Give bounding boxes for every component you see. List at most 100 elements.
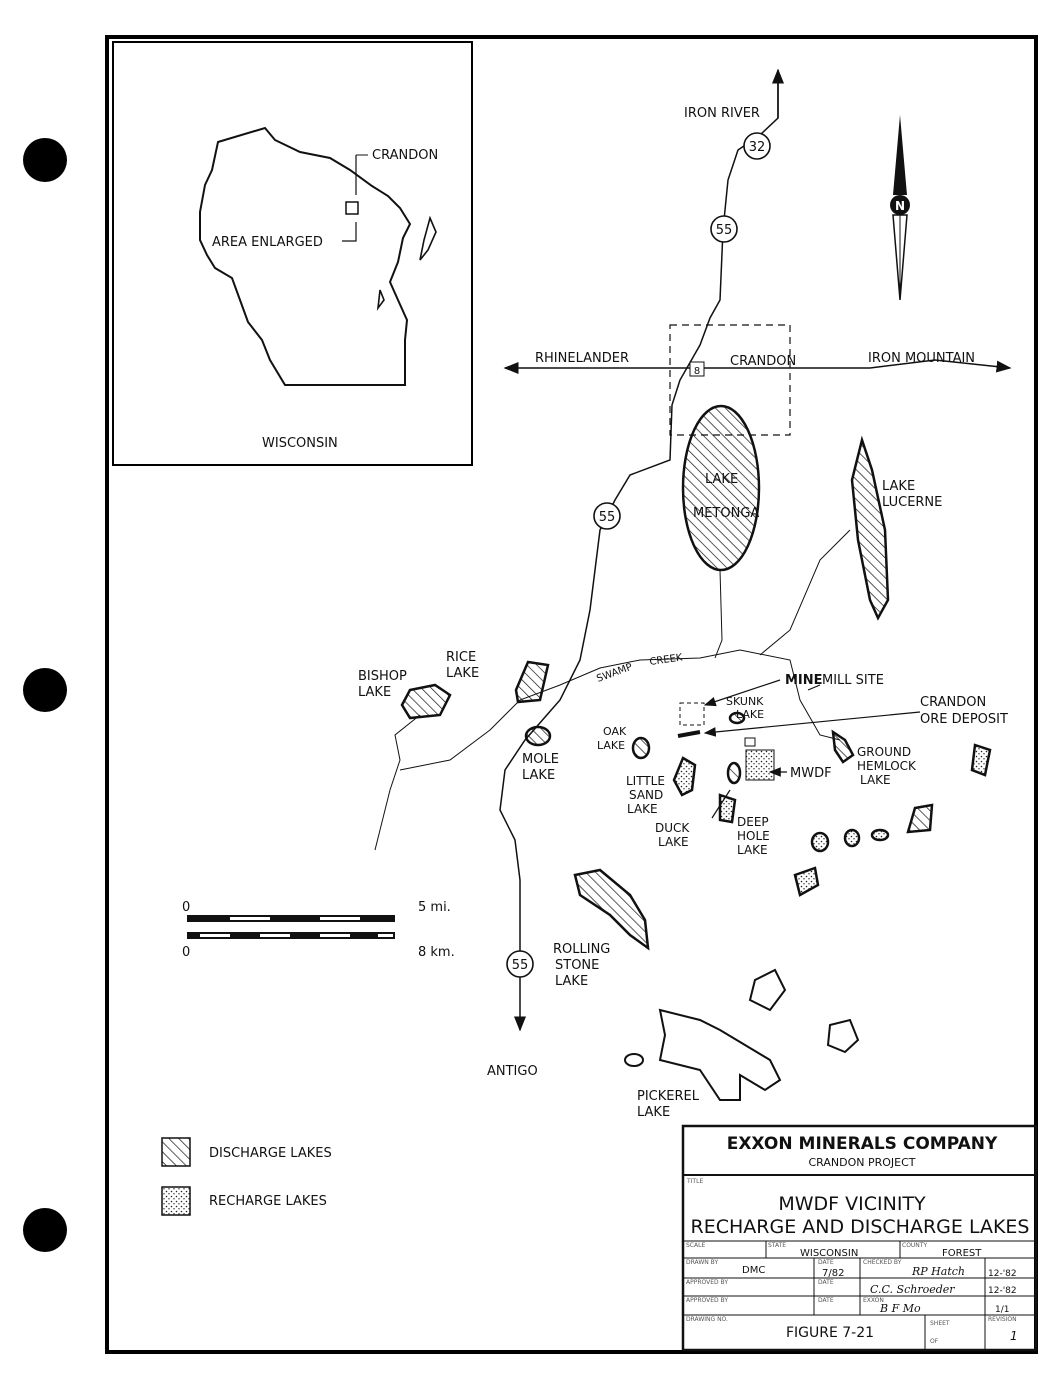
svg-text:CRANDON PROJECT: CRANDON PROJECT (808, 1156, 915, 1169)
north-arrow: N (890, 115, 910, 301)
svg-text:LAKE: LAKE (737, 843, 768, 857)
svg-text:RP Hatch: RP Hatch (911, 1265, 965, 1278)
lake-rice (514, 660, 550, 704)
svg-text:7/82: 7/82 (822, 1268, 844, 1279)
lake-unnamed (906, 803, 934, 834)
inset-crandon-label: CRANDON (372, 148, 438, 163)
svg-text:LAKE: LAKE (555, 974, 588, 989)
antigo-label: ANTIGO (487, 1064, 538, 1079)
svg-text:DATE: DATE (818, 1279, 834, 1286)
lake-unnamed (970, 743, 992, 777)
svg-text:EXXON: EXXON (863, 1297, 884, 1304)
svg-text:MOLE: MOLE (522, 752, 559, 767)
svg-text:5 mi.: 5 mi. (418, 900, 451, 915)
svg-text:DRAWING NO.: DRAWING NO. (686, 1316, 728, 1323)
svg-text:LAKE: LAKE (637, 1105, 670, 1120)
svg-text:DUCK: DUCK (655, 821, 690, 835)
svg-text:REVISION: REVISION (988, 1316, 1017, 1323)
svg-text:55: 55 (599, 510, 616, 525)
svg-text:SKUNK: SKUNK (726, 695, 764, 708)
ore-deposit-label: CRANDON (920, 695, 986, 710)
svg-text:PICKEREL: PICKEREL (637, 1089, 700, 1104)
mill-site-marker (744, 737, 756, 747)
mill-site-label: MILL SITE (822, 673, 884, 688)
inset-map: CRANDON AREA ENLARGED WISCONSIN (112, 41, 473, 466)
svg-text:STONE: STONE (555, 958, 599, 973)
svg-text:LAKE: LAKE (358, 685, 391, 700)
mwdf-site (745, 749, 775, 781)
lake-bishop (400, 683, 452, 720)
ore-deposit-label: ORE DEPOSIT (920, 712, 1008, 727)
lake-unnamed (748, 968, 787, 1012)
svg-text:DRAWN BY: DRAWN BY (686, 1259, 718, 1266)
svg-text:LAKE: LAKE (860, 773, 891, 787)
svg-text:DEEP: DEEP (737, 815, 769, 829)
svg-text:B F Mo: B F Mo (879, 1302, 921, 1315)
svg-text:METONGA: METONGA (693, 506, 759, 521)
ore-deposit-marker (677, 730, 701, 738)
map-border (105, 35, 1038, 1354)
legend: DISCHARGE LAKES RECHARGE LAKES (161, 1137, 332, 1216)
lake-duck (718, 793, 737, 824)
lakes (400, 404, 992, 1101)
legend-recharge-swatch (161, 1186, 191, 1216)
leader-lines (703, 679, 921, 819)
svg-text:FOREST: FOREST (942, 1248, 982, 1259)
inset-area-enlarged-label: AREA ENLARGED (212, 235, 323, 250)
svg-text:LAKE: LAKE (597, 739, 625, 752)
svg-text:MWDF VICINITY: MWDF VICINITY (778, 1193, 926, 1215)
svg-text:LAKE: LAKE (736, 708, 764, 721)
svg-text:APPROVED BY: APPROVED BY (686, 1279, 728, 1286)
title-block-text: EXXON MINERALS COMPANY CRANDON PROJECT T… (686, 1134, 1029, 1345)
svg-text:OAK: OAK (603, 725, 627, 738)
iron-river-label: IRON RIVER (684, 106, 760, 121)
svg-text:DMC: DMC (742, 1265, 765, 1276)
svg-text:COUNTY: COUNTY (902, 1242, 927, 1249)
mine-site-marker (679, 702, 705, 726)
lake-unnamed (793, 866, 820, 897)
svg-text:CHECKED BY: CHECKED BY (863, 1259, 902, 1266)
svg-text:0: 0 (182, 945, 190, 960)
creek-label: CREEK (649, 652, 684, 668)
svg-text:32: 32 (749, 140, 766, 155)
svg-text:GROUND: GROUND (857, 745, 911, 759)
svg-text:DATE: DATE (818, 1259, 834, 1266)
svg-text:EXXON MINERALS COMPANY: EXXON MINERALS COMPANY (727, 1134, 998, 1154)
lake-lucerne (850, 435, 890, 621)
lake-oak (631, 736, 651, 760)
svg-text:OF: OF (930, 1338, 939, 1345)
swamp-creek (374, 529, 851, 851)
svg-text:SHEET: SHEET (930, 1320, 950, 1327)
svg-text:RECHARGE AND DISCHARGE LAKES: RECHARGE AND DISCHARGE LAKES (691, 1216, 1030, 1238)
lake-skunk (728, 711, 746, 725)
svg-text:0: 0 (182, 900, 190, 915)
svg-text:LAKE: LAKE (522, 768, 555, 783)
svg-text:ROLLING: ROLLING (553, 942, 610, 957)
svg-text:12-'82: 12-'82 (988, 1286, 1017, 1296)
wisconsin-outline (199, 126, 412, 386)
svg-text:LAKE: LAKE (882, 479, 915, 494)
inset-state-label: WISCONSIN (262, 436, 338, 451)
route-shield-55: 55 (593, 502, 621, 530)
lake-rolling-stone (573, 868, 650, 951)
svg-text:1/1: 1/1 (995, 1305, 1009, 1315)
title-block (681, 1124, 1038, 1352)
lake-unnamed (843, 828, 861, 848)
svg-text:8: 8 (694, 366, 700, 377)
lake-unnamed (624, 1053, 644, 1067)
svg-text:BISHOP: BISHOP (358, 669, 407, 684)
iron-mountain-label: IRON MOUNTAIN (868, 351, 975, 366)
svg-text:DATE: DATE (818, 1297, 834, 1304)
svg-text:12-'82: 12-'82 (988, 1269, 1017, 1279)
svg-text:HEMLOCK: HEMLOCK (857, 759, 917, 773)
svg-text:8 km.: 8 km. (418, 945, 455, 960)
area-enlarged-marker (345, 201, 359, 215)
roads (374, 68, 1012, 1032)
route-shield-55: 55 (710, 215, 738, 243)
svg-text:N: N (895, 199, 905, 213)
svg-text:1: 1 (1010, 1329, 1018, 1343)
binder-hole (23, 668, 67, 712)
mine-label: MINE (785, 673, 823, 688)
